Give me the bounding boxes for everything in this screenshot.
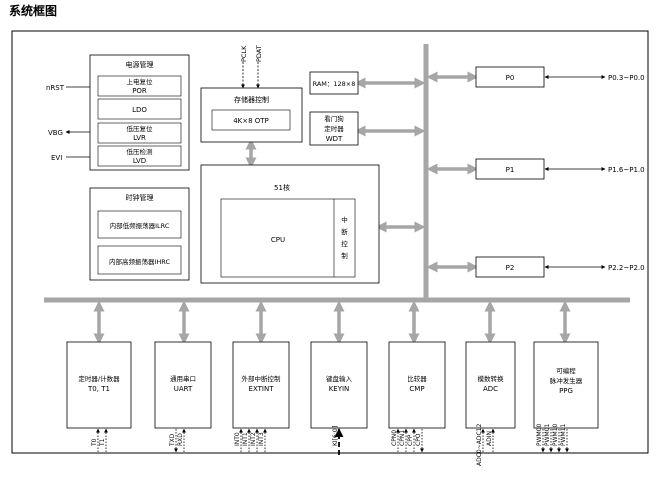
ldo-label: LDO [132,106,147,114]
interrupt-char-1: 中 [341,215,348,224]
pin-cpn0: CPN0 [391,430,398,446]
ppg-en: PPG [559,387,573,395]
memory-title: 存储器控制 [234,95,269,104]
peripheral-uart: 通用串口 UART [154,341,212,429]
cmp-cn: 比较器 [407,374,427,383]
lvr-label: LVR [133,134,146,142]
extint-cn: 外部中断控制 [242,374,282,383]
uart-en: UART [174,385,193,393]
ppg-cn: 可编程 [556,366,576,375]
page-title: 系统框图 [9,4,58,18]
system-bus [44,44,630,303]
p2-label: P2 [506,264,515,272]
pin-ki: KI[6:0] [332,426,339,446]
cpu-block [220,198,356,278]
keyin-en: KEYIN [329,385,350,393]
outer-frame [11,30,649,454]
clock-mgmt-title: 时钟管理 [126,193,154,202]
ram-block: RAM：128×8 [309,71,359,95]
lvd-cn: 低压检测 [127,147,154,156]
lvr-cn: 低压复位 [127,124,154,133]
pin-t1: T1 [99,438,106,447]
otp-block [211,109,291,131]
peripheral-ppg: 可编程 脉冲发生器 PPG [533,341,599,429]
cpu-label: CPU [271,236,285,244]
ram-label: RAM：128×8 [313,80,356,88]
lvd-block [97,145,182,167]
power-mgmt-title: 电源管理 [126,60,154,69]
bus-arrows [93,71,571,345]
pin-pwm11: PWM11 [560,423,567,446]
por-label: POR [132,87,147,95]
core-title: 51核 [274,183,290,192]
vbg-pin: VBG [48,129,63,137]
power-management: 电源管理 上电复位 POR LDO 低压复位 LVR 低压检测 LVD [89,54,190,171]
adc-cn: 模数转换 [478,374,505,383]
pclk-pin: PCLK [240,45,248,62]
pin-t0: T0 [91,438,98,447]
timer-en: T0, T1 [87,385,110,393]
peripheral-timer: 定时器/计数器 T0, T1 [66,341,132,429]
nrst-pin: nRST [46,84,65,92]
interrupt-char-2: 断 [341,227,348,236]
lvr-block [97,122,182,144]
pin-pwm01: PWM01 [544,423,551,446]
clock-management: 时钟管理 内部低频振荡器ILRC 内部高频振荡器IHRC [89,187,190,281]
peripheral-pin-labels: T0 T1 TXD RXD INT0 INT1 INT2 INT3 KI[6:0… [91,423,567,466]
wdt-line2: 定时器 [324,124,344,133]
port-p2: P2 P2.2~P2.0 [475,256,645,278]
pin-pwm00: PWM00 [536,423,543,446]
pdat-pin: PDAT [255,45,263,62]
lvd-label: LVD [133,157,146,165]
port-p0: P0 P0.3~P0.0 [475,66,645,88]
peripheral-adc: 模数转换 ADC [465,341,516,429]
interrupt-char-3: 控 [341,239,348,248]
pin-txd: TXD [169,433,176,447]
p0-label: P0 [506,74,515,82]
pin-cpp: CPP [407,434,414,446]
pin-int1: INT1 [242,432,249,446]
evi-pin: EVI [51,154,62,162]
p0-pins: P0.3~P0.0 [608,74,645,82]
por-cn: 上电复位 [127,77,154,86]
memory-control: PCLK PDAT 存储器控制 4K×8 OTP [200,45,303,143]
peripheral-cmp: 比较器 CMP [388,341,446,429]
p1-label: P1 [506,166,515,174]
wdt-line3: WDT [326,135,343,143]
pin-cpn1: CPN1 [399,430,406,446]
ilrc-block [97,210,182,239]
p1-pins: P1.6~P1.0 [608,166,645,174]
pin-adin: ADIN [486,431,493,446]
peripheral-keyin: 键盘输入 KEYIN [310,341,368,429]
interrupt-char-4: 制 [341,251,348,260]
timer-cn: 定时器/计数器 [78,374,120,383]
ihrc-block [97,245,182,275]
pin-cpo: CPO [415,433,422,446]
ppg-cn2: 脉冲发生器 [550,376,583,385]
otp-label: 4K×8 OTP [233,117,269,125]
pin-int3: INT3 [258,432,265,446]
pin-pwm10: PWM10 [552,423,559,446]
core-51: 51核 CPU 中 断 控 制 [200,164,380,284]
ilrc-label: 内部低频振荡器ILRC [110,221,170,230]
pin-rxd: RXD [177,433,184,446]
keyin-cn: 键盘输入 [326,374,353,383]
port-p1: P1 P1.6~P1.0 [475,158,645,180]
adc-en: ADC [483,385,498,393]
wdt-block: 看门狗 定时器 WDT [309,111,359,146]
por-block [97,75,182,97]
pin-int2: INT2 [250,432,257,446]
p2-pins: P2.2~P2.0 [608,264,645,272]
ldo-block [97,98,182,120]
pin-int0: INT0 [234,432,241,446]
pin-adc: ADC0~ADC12 [476,424,483,466]
peripheral-pin-lines [96,428,569,453]
wdt-line1: 看门狗 [324,114,344,123]
uart-cn: 通用串口 [170,374,196,383]
ihrc-label: 内部高频振荡器IHRC [109,257,170,266]
cmp-en: CMP [409,385,424,393]
peripheral-extint: 外部中断控制 EXTINT [232,341,290,429]
extint-en: EXTINT [249,385,275,393]
